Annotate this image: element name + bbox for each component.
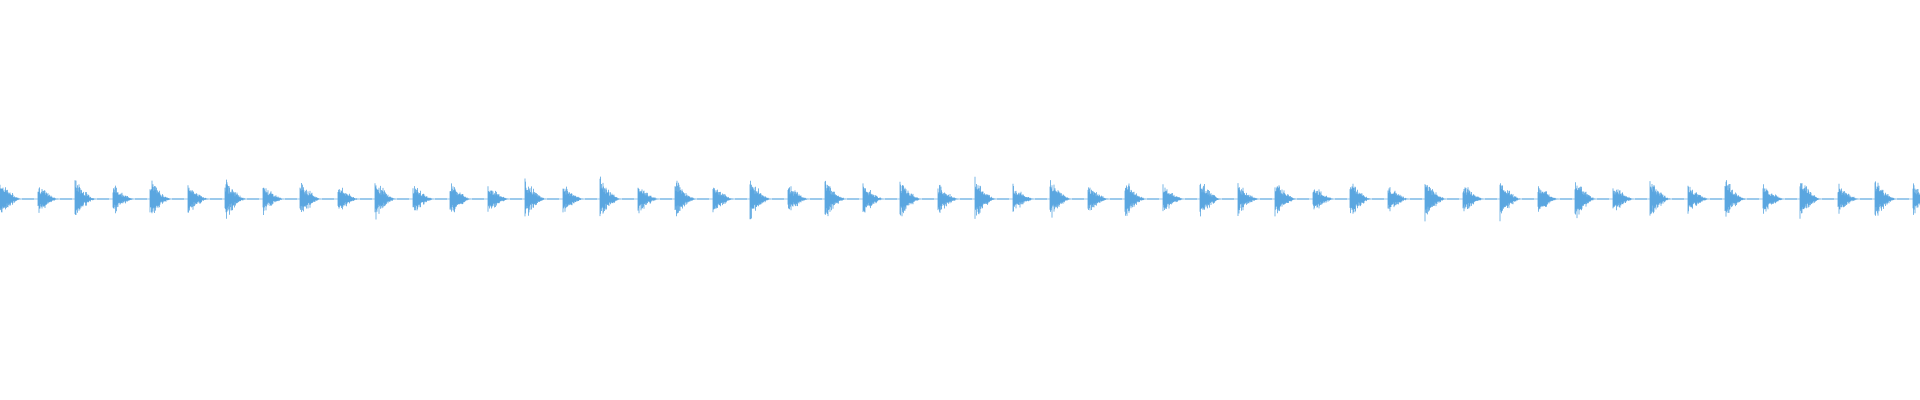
waveform-burst <box>824 180 847 217</box>
waveform-burst <box>1874 181 1897 216</box>
waveform-burst <box>1649 181 1672 216</box>
waveform-burst <box>37 187 60 213</box>
waveform-burst <box>1012 183 1035 212</box>
waveform-burst <box>1574 182 1597 219</box>
waveform-burst <box>599 176 622 217</box>
waveform-burst <box>1087 187 1110 211</box>
waveform-burst <box>1049 180 1072 218</box>
waveform-burst <box>1612 188 1635 211</box>
waveform-burst <box>112 185 135 214</box>
waveform-burst <box>1199 183 1222 217</box>
waveform-burst <box>262 187 285 215</box>
waveform-burst <box>674 180 697 217</box>
waveform-burst <box>74 180 97 215</box>
waveform-burst <box>1912 183 1920 215</box>
waveform-burst <box>487 186 510 212</box>
waveform-burst <box>749 180 772 220</box>
waveform-burst <box>1424 184 1447 222</box>
waveform-burst <box>1837 183 1860 214</box>
waveform-burst <box>1462 187 1485 212</box>
waveform-burst <box>412 186 435 211</box>
waveform-burst <box>1237 183 1260 216</box>
waveform-burst <box>149 180 172 214</box>
waveform-burst <box>1387 187 1410 212</box>
waveform-burst <box>712 187 735 213</box>
waveform-burst <box>899 181 922 217</box>
waveform-burst <box>1687 185 1710 214</box>
waveform-burst <box>0 184 22 213</box>
waveform-burst <box>1537 186 1560 212</box>
waveform-burst <box>1799 183 1822 219</box>
waveform-burst <box>937 184 960 213</box>
waveform-burst <box>637 187 660 214</box>
waveform-burst <box>449 183 472 213</box>
waveform-burst <box>374 183 397 220</box>
waveform-burst <box>524 178 547 217</box>
waveform-burst <box>974 176 997 219</box>
waveform-burst <box>1274 185 1297 217</box>
waveform-burst <box>1124 183 1147 216</box>
waveform-burst <box>1349 183 1372 214</box>
waveform-burst <box>1312 189 1335 210</box>
waveform-burst <box>787 186 810 211</box>
waveform-burst <box>862 183 885 213</box>
waveform-burst <box>337 187 360 210</box>
waveform-burst <box>224 179 247 219</box>
waveform-burst <box>299 183 322 212</box>
waveform-burst <box>1162 184 1185 212</box>
waveform-burst <box>1499 183 1522 222</box>
waveform-burst <box>187 185 210 213</box>
waveform-burst <box>1762 184 1785 214</box>
waveform-burst <box>1724 180 1747 217</box>
waveform-burst <box>562 186 585 213</box>
